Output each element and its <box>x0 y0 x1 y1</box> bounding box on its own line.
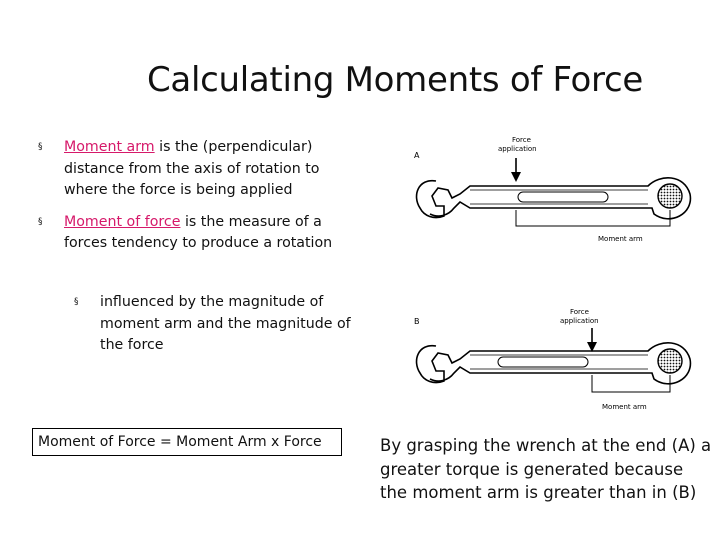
moment-arm-bracket-b <box>591 375 671 393</box>
panel-a-force-label-line2: application <box>498 145 537 153</box>
panel-b-force-label-line2: application <box>560 317 599 325</box>
panel-a-force-label-line1: Force <box>512 136 531 144</box>
definition-moment-of-force: is the measure of a forces tendency to p… <box>64 213 333 252</box>
definition-moment-arm: is the (perpendicular) distance from the… <box>64 139 320 198</box>
sub-bullet-text: influenced by the magnitude of moment ar… <box>100 294 351 353</box>
wrench-figure: A Force application Moment arm B Force a… <box>414 136 692 411</box>
wrench-a-icon <box>415 177 692 220</box>
panel-b-letter: B <box>414 317 420 326</box>
wrench-b-icon <box>415 342 692 385</box>
moment-arm-bracket-a <box>515 210 671 227</box>
formula-box: Moment of Force = Moment Arm x Force <box>32 428 342 456</box>
force-arrow-b <box>587 328 597 352</box>
bullet-list: § Moment arm is the (perpendicular) dist… <box>36 137 356 255</box>
panel-b-force-label-line1: Force <box>570 308 589 316</box>
wrench-caption: By grasping the wrench at the end (A) a … <box>380 436 712 502</box>
term-moment-of-force: Moment of force <box>64 213 181 230</box>
wrench-panel-b: B Force application Moment arm <box>414 308 692 411</box>
bullet-marker: § <box>38 142 43 152</box>
bullet-marker: § <box>74 297 79 307</box>
slide-title: Calculating Moments of Force <box>146 60 643 100</box>
sub-bullet-list: § influenced by the magnitude of moment … <box>72 292 352 357</box>
panel-a-letter: A <box>414 151 420 160</box>
panel-a-arm-label: Moment arm <box>598 235 643 243</box>
force-arrow-a <box>511 158 521 182</box>
bullet-marker: § <box>38 216 43 227</box>
bullet-moment-of-force: § Moment of force is the measure of a fo… <box>36 212 356 255</box>
wrench-panel-a: A Force application Moment arm <box>414 136 692 243</box>
panel-b-arm-label: Moment arm <box>602 403 647 411</box>
term-moment-arm: Moment arm <box>64 139 155 155</box>
bullet-moment-arm: § Moment arm is the (perpendicular) dist… <box>36 137 356 202</box>
sub-bullet-influence: § influenced by the magnitude of moment … <box>72 292 352 357</box>
